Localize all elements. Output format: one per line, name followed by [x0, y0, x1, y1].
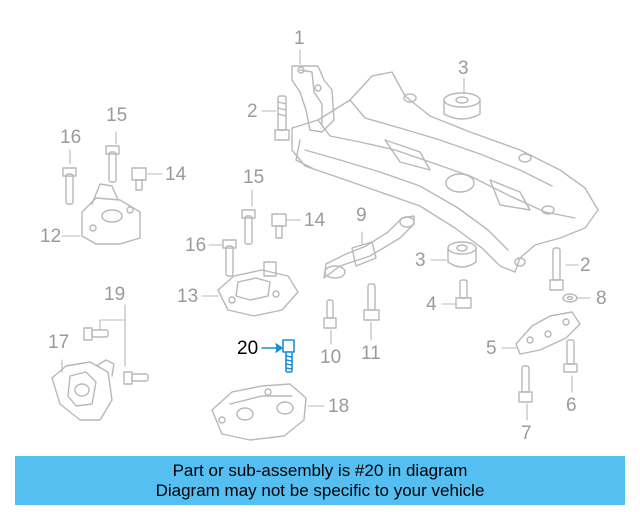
callout-1: 1	[294, 28, 305, 49]
callout-16: 16	[60, 127, 82, 148]
callout-20-highlighted[interactable]: 20	[237, 338, 259, 359]
callout-13: 13	[177, 286, 199, 307]
callout-14: 14	[304, 210, 326, 231]
torque-rod-9-drawing	[323, 215, 415, 279]
callout-14: 14	[165, 164, 187, 185]
leader-lines	[61, 49, 591, 421]
engine-mount-12-drawing	[62, 145, 147, 245]
callout-8: 8	[596, 288, 607, 309]
banner-line-disclaimer: Diagram may not be specific to your vehi…	[155, 480, 485, 500]
callout-2: 2	[580, 255, 591, 276]
callout-11: 11	[361, 343, 381, 364]
callout-15: 15	[106, 105, 128, 126]
mount-18-drawing	[211, 383, 307, 441]
callout-9: 9	[356, 205, 367, 226]
callout-3: 3	[458, 58, 469, 79]
bolt-20-drawing	[282, 339, 295, 373]
washer-8-drawing	[562, 293, 578, 303]
callout-18: 18	[328, 396, 350, 417]
bracket-5-drawing	[515, 311, 581, 355]
bushing-3-mid-drawing	[447, 241, 477, 268]
callout-5: 5	[486, 338, 497, 359]
bolt-7-drawing	[518, 365, 533, 403]
callout-3: 3	[415, 250, 426, 271]
bolt-2-right-drawing	[549, 247, 564, 291]
bolt-10-drawing	[323, 299, 337, 329]
bolt-6-drawing	[563, 339, 578, 373]
bolt-11-drawing	[363, 283, 380, 321]
callout-16: 16	[185, 235, 207, 256]
bushing-3-top-drawing	[443, 92, 481, 120]
leader-line-20	[261, 343, 283, 353]
callout-12: 12	[40, 226, 62, 247]
callout-7: 7	[521, 423, 532, 444]
banner-line-part: Part or sub-assembly is #20 in diagram	[172, 460, 468, 480]
callout-19: 19	[104, 284, 126, 305]
bolt-2-top-drawing	[274, 95, 290, 141]
callout-6: 6	[566, 395, 577, 416]
callout-17: 17	[48, 332, 70, 353]
callout-15: 15	[243, 167, 265, 188]
subframe-drawing	[291, 65, 599, 273]
callout-2: 2	[247, 101, 258, 122]
info-banner: Part or sub-assembly is #20 in diagram D…	[15, 456, 625, 505]
callout-4: 4	[426, 294, 437, 315]
diagram-drawing	[51, 49, 599, 441]
bracket-13-drawing	[217, 209, 299, 317]
bolt-4-drawing	[455, 279, 472, 309]
callout-10: 10	[320, 347, 342, 368]
